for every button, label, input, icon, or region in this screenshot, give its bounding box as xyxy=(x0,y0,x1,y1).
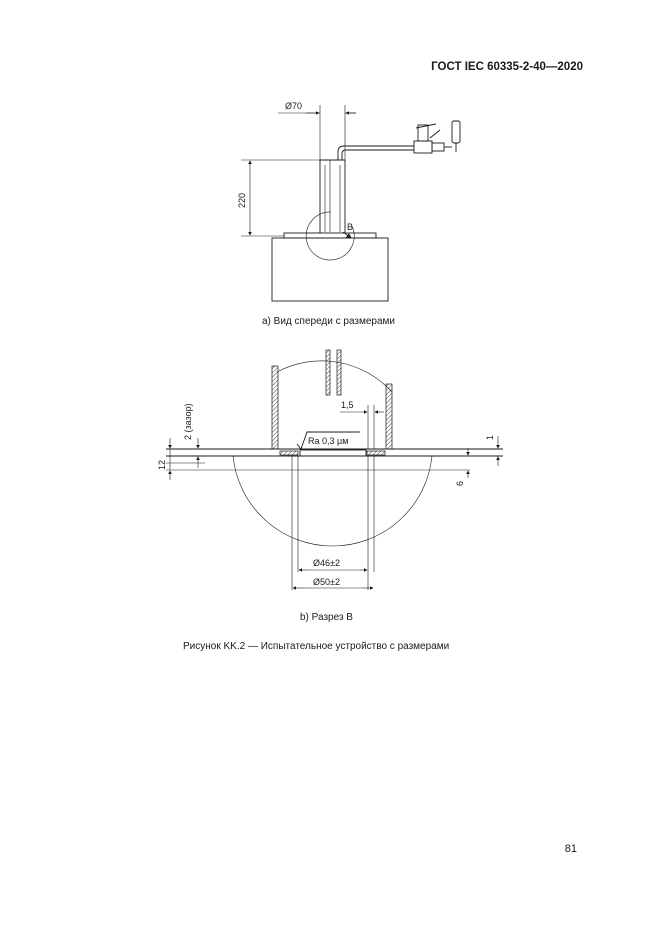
detail-circle xyxy=(305,211,355,261)
front-view: B Ø70 220 xyxy=(237,101,461,302)
svg-text:Ø50±2: Ø50±2 xyxy=(313,577,340,587)
detail-label: B xyxy=(347,222,353,232)
tube-wall-right xyxy=(385,383,393,450)
svg-text:1: 1 xyxy=(485,435,495,440)
caption-section-b: b) Разрез B xyxy=(300,612,353,623)
dim-6: 6 xyxy=(455,448,470,486)
svg-text:220: 220 xyxy=(237,193,247,208)
inner-pipe-right xyxy=(336,349,342,396)
dim-diameter-50: Ø50±2 xyxy=(292,577,374,590)
figure-caption: Рисунок KK.2 — Испытательное устройство … xyxy=(183,641,450,652)
page-number: 81 xyxy=(564,843,577,855)
dim-1: 1 xyxy=(485,435,500,466)
top-plate xyxy=(283,232,377,239)
dim-gap: 2 (зазор) xyxy=(183,403,200,468)
tube-wall-left xyxy=(271,365,279,450)
dim-12: 12 xyxy=(157,438,172,480)
svg-text:Ø46±2: Ø46±2 xyxy=(313,558,340,568)
dim-diameter-46: Ø46±2 xyxy=(298,558,368,572)
base-box xyxy=(271,237,389,302)
roughness-symbol: Ra 0,3 μм xyxy=(296,431,360,450)
svg-text:1,5: 1,5 xyxy=(341,400,354,410)
inner-pipe-left xyxy=(325,349,331,396)
svg-text:Ø70: Ø70 xyxy=(285,101,302,111)
pipe xyxy=(337,145,414,160)
lower-semicircle xyxy=(232,455,433,547)
dim-height-220: 220 xyxy=(237,159,320,237)
vertical-tube xyxy=(319,159,346,233)
nozzle-seat xyxy=(299,449,367,457)
caption-front-view: а) Вид спереди с размерами xyxy=(262,316,396,327)
section-view: Ø46±2 Ø50±2 1,5 Ra 0,3 μм 2 (зазор) xyxy=(157,349,503,590)
svg-text:Ra 0,3 μм: Ra 0,3 μм xyxy=(308,436,348,446)
dim-diameter-70: Ø70 xyxy=(278,101,356,160)
dim-1-5: 1,5 xyxy=(340,400,384,449)
valve-assembly xyxy=(413,120,461,154)
svg-text:6: 6 xyxy=(455,481,465,486)
upper-arc xyxy=(276,360,393,393)
svg-text:2 (зазор): 2 (зазор) xyxy=(183,403,193,440)
svg-text:12: 12 xyxy=(157,460,167,470)
standard-header: ГОСТ IEC 60335-2-40—2020 xyxy=(431,61,583,73)
